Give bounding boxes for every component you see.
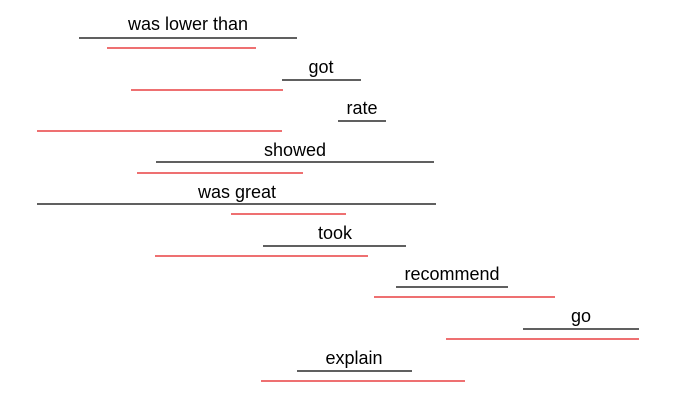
row-label: go [571, 306, 591, 326]
row-label: showed [264, 140, 326, 160]
row-label: took [318, 223, 353, 243]
row-label: recommend [404, 264, 499, 284]
row-label: rate [346, 98, 377, 118]
row-label: was lower than [127, 14, 248, 34]
row-label: was great [197, 182, 276, 202]
row-label: explain [325, 348, 382, 368]
row-label: got [308, 57, 333, 77]
